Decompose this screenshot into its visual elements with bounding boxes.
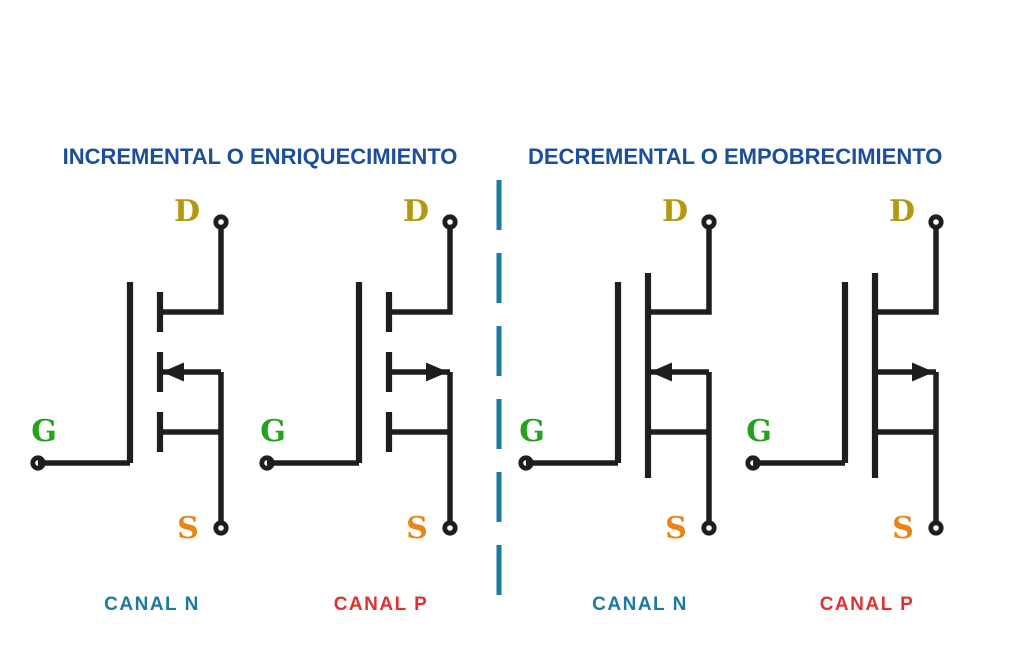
gate-terminal-dot xyxy=(518,455,534,471)
source-label: S xyxy=(892,511,914,546)
section-title-depletion: DECREMENTAL O EMPOBRECIMIENTO xyxy=(528,144,943,169)
drain-terminal-dot xyxy=(701,214,717,230)
mosfet-symbol-depletion-p: D G S CANAL P xyxy=(745,194,944,615)
drain-label: D xyxy=(403,194,429,229)
source-label: S xyxy=(177,511,199,546)
canal-caption: CANAL P xyxy=(334,594,429,615)
gate-label: G xyxy=(519,414,545,449)
gate-terminal-dot xyxy=(30,455,46,471)
source-label: S xyxy=(406,511,428,546)
drain-lead xyxy=(389,229,453,315)
section-title-enhancement: INCREMENTAL O ENRIQUECIMIENTO xyxy=(62,144,458,169)
source-terminal-dot xyxy=(213,520,229,536)
drain-label: D xyxy=(889,194,915,229)
mosfet-symbol-enhancement-n: D G S CANAL N xyxy=(30,194,229,615)
drain-lead xyxy=(648,229,712,315)
gate-terminal-dot xyxy=(259,455,275,471)
gate-terminal-dot xyxy=(745,455,761,471)
source-terminal-dot xyxy=(442,520,458,536)
source-label: S xyxy=(665,511,687,546)
canal-caption: CANAL P xyxy=(820,594,915,615)
source-terminal-dot xyxy=(928,520,944,536)
drain-terminal-dot xyxy=(442,214,458,230)
canal-caption: CANAL N xyxy=(592,594,688,615)
gate-label: G xyxy=(746,414,772,449)
mosfet-symbol-enhancement-p: D G S CANAL P xyxy=(259,194,458,615)
drain-terminal-dot xyxy=(928,214,944,230)
drain-lead xyxy=(160,229,224,315)
substrate-arrow-icon xyxy=(162,362,184,382)
drain-label: D xyxy=(174,194,200,229)
mosfet-symbol-depletion-n: D G S CANAL N xyxy=(518,194,717,615)
gate-label: G xyxy=(260,414,286,449)
drain-terminal-dot xyxy=(213,214,229,230)
substrate-arrow-icon xyxy=(650,362,672,382)
gate-label: G xyxy=(31,414,57,449)
source-terminal-dot xyxy=(701,520,717,536)
substrate-arrow-icon xyxy=(426,362,448,382)
substrate-arrow-icon xyxy=(912,362,934,382)
canal-caption: CANAL N xyxy=(104,594,200,615)
drain-lead xyxy=(875,229,939,315)
drain-label: D xyxy=(662,194,688,229)
